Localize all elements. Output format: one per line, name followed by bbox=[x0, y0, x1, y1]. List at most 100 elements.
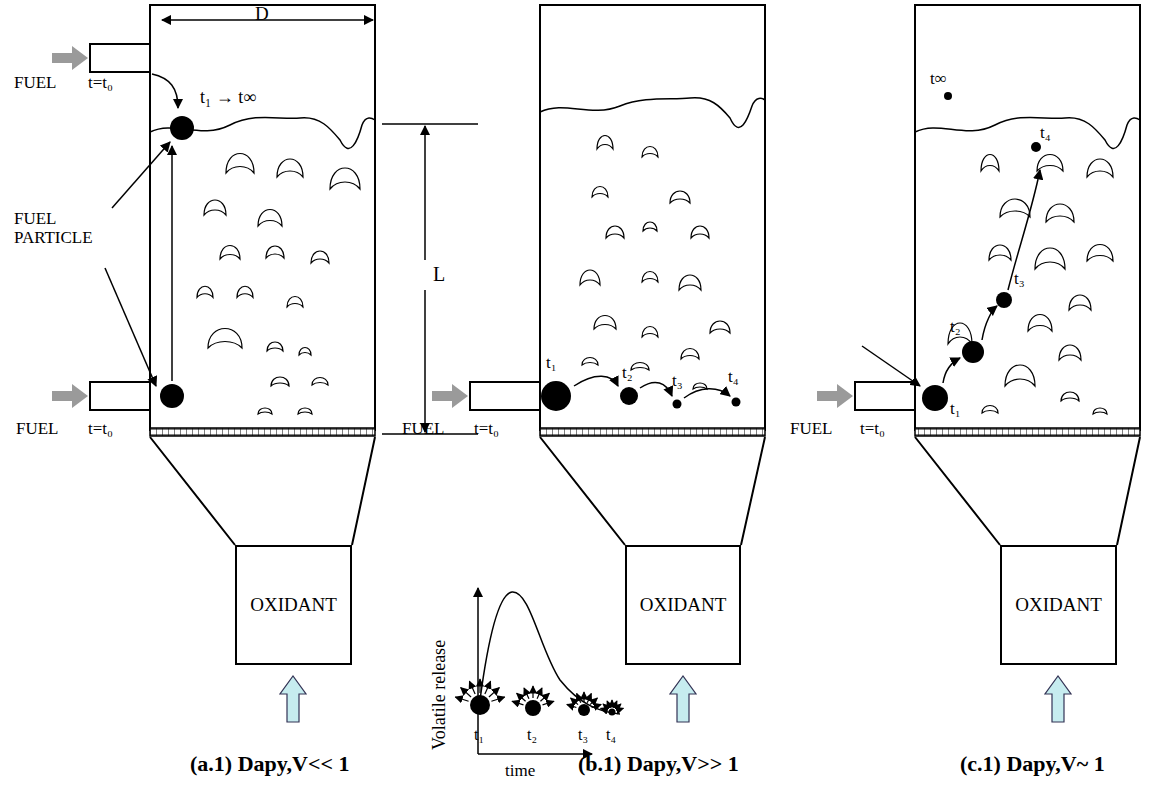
volatile-ray bbox=[540, 693, 549, 701]
gas-bubble bbox=[693, 383, 707, 389]
gas-bubble bbox=[312, 378, 328, 386]
dimension-label: L bbox=[433, 263, 445, 285]
gas-bubble bbox=[237, 286, 253, 297]
windbox: OXIDANT bbox=[1000, 545, 1117, 665]
distributor-plates bbox=[150, 428, 1140, 436]
gas-bubble bbox=[204, 200, 226, 215]
flow-label: FUEL bbox=[16, 420, 59, 439]
gas-bubble bbox=[298, 408, 312, 414]
oxidant-arrows bbox=[280, 676, 1071, 722]
gas-bubble bbox=[266, 246, 284, 258]
time-label: t=t₀ bbox=[88, 420, 113, 439]
gas-bubble bbox=[1000, 199, 1030, 217]
gas-bubble bbox=[1035, 248, 1065, 269]
gas-bubble bbox=[220, 246, 240, 260]
time-label: t₂ bbox=[950, 318, 961, 337]
gas-bubble bbox=[197, 286, 213, 297]
windbox: OXIDANT bbox=[235, 545, 352, 665]
axis-label: time bbox=[505, 762, 535, 781]
volatile-ray bbox=[479, 679, 480, 693]
gas-bubble bbox=[1046, 204, 1074, 222]
gas-bubble bbox=[299, 348, 311, 356]
gas-bubble bbox=[642, 327, 658, 338]
gas-bubble bbox=[330, 168, 360, 189]
fuel-inlets bbox=[52, 44, 915, 410]
gas-bubble bbox=[679, 275, 701, 290]
flow-label: FUEL bbox=[14, 74, 57, 93]
column-b-particles bbox=[541, 376, 741, 411]
gas-bubble bbox=[311, 251, 329, 263]
time-label: t₃ bbox=[578, 726, 588, 744]
volatile-ray bbox=[491, 697, 504, 701]
gas-bubble bbox=[1005, 365, 1035, 386]
gas-bubble bbox=[267, 342, 283, 351]
volatile-ray bbox=[616, 704, 621, 708]
volatile-ray bbox=[461, 688, 471, 697]
gas-bubble bbox=[691, 226, 709, 238]
volatile-ray bbox=[571, 698, 578, 705]
time-label: t₂ bbox=[527, 726, 537, 744]
time-label: t=t₀ bbox=[860, 420, 885, 439]
volatile-ray bbox=[512, 701, 523, 705]
volatile-ray bbox=[577, 694, 581, 703]
gas-bubble bbox=[582, 358, 598, 366]
volatile-ray bbox=[617, 708, 623, 710]
volatile-release-plot bbox=[455, 588, 623, 754]
gas-bubble bbox=[580, 270, 600, 285]
volatile-ray bbox=[583, 692, 584, 702]
flow-label: FUEL bbox=[402, 420, 445, 439]
volatile-ray bbox=[485, 681, 491, 694]
volatile-ray bbox=[611, 700, 612, 707]
gas-bubble bbox=[1069, 295, 1091, 310]
volatile-ray bbox=[607, 701, 610, 707]
time-label: t∞ bbox=[930, 70, 947, 89]
gas-bubble bbox=[1061, 392, 1079, 401]
flow-label: FUEL bbox=[790, 420, 833, 439]
time-label: t₂ bbox=[622, 364, 633, 383]
volatile-ray bbox=[537, 688, 542, 699]
volatile-ray bbox=[469, 681, 475, 694]
reactor-vessels bbox=[150, 5, 1140, 545]
gas-bubbles bbox=[197, 136, 1113, 415]
time-label: t₁ → t∞ bbox=[200, 88, 256, 108]
gas-bubble bbox=[1059, 345, 1081, 360]
gas-bubble bbox=[982, 406, 998, 414]
gas-bubble bbox=[271, 377, 289, 386]
volatile-ray bbox=[590, 698, 597, 705]
volatile-ray bbox=[517, 693, 526, 701]
caption-label: (c.1) Dapy,V~ 1 bbox=[960, 752, 1105, 776]
gas-bubble bbox=[989, 245, 1011, 260]
gas-bubble bbox=[606, 226, 624, 238]
gas-bubble bbox=[631, 363, 649, 371]
gas-bubble bbox=[226, 154, 254, 174]
gas-bubble bbox=[1087, 159, 1113, 177]
dimension-label: D bbox=[255, 4, 269, 25]
time-label: t₁ bbox=[474, 726, 484, 744]
gas-bubble bbox=[1037, 155, 1063, 172]
time-label: t₃ bbox=[672, 372, 683, 391]
node-label: OXIDANT bbox=[640, 594, 727, 616]
gas-bubble bbox=[643, 222, 657, 231]
volatile-ray bbox=[567, 704, 577, 707]
node-label: OXIDANT bbox=[1015, 594, 1102, 616]
time-label: t₁ bbox=[950, 400, 961, 419]
gas-bubble bbox=[208, 329, 242, 349]
column-a-particles bbox=[105, 74, 194, 408]
caption-label: (b.1) Dapy,V>> 1 bbox=[578, 752, 739, 776]
gas-bubble bbox=[642, 272, 658, 283]
gas-bubble bbox=[642, 147, 658, 158]
time-label: t₄ bbox=[1040, 124, 1051, 143]
volatile-ray bbox=[601, 708, 607, 710]
time-label: t=t₀ bbox=[474, 420, 499, 439]
time-label: t₃ bbox=[1014, 270, 1025, 289]
time-label: t₄ bbox=[606, 726, 616, 744]
volatile-ray bbox=[532, 686, 533, 698]
part-label: FUEL PARTICLE bbox=[14, 210, 114, 247]
caption-label: (a.1) Dapy,V<< 1 bbox=[190, 752, 350, 776]
gas-bubble bbox=[1087, 245, 1113, 262]
gas-bubble bbox=[670, 191, 690, 203]
gas-bubble bbox=[258, 210, 282, 227]
gas-bubble bbox=[681, 349, 699, 360]
